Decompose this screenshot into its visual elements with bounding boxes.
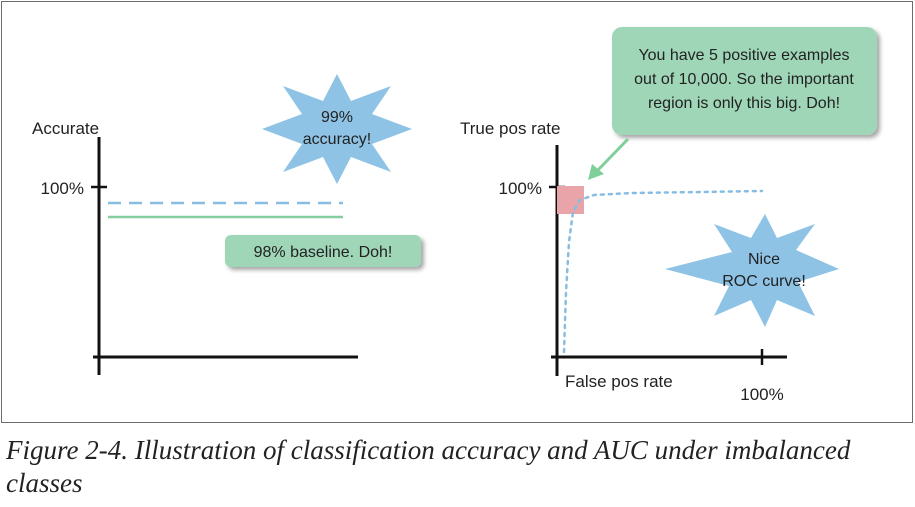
imbalance-callout-line-1: You have 5 positive examples (638, 47, 849, 64)
right-chart: True pos rate 100% False pos rate 100% Y… (460, 27, 877, 404)
imbalance-callout-line-3: region is only this big. Doh! (648, 95, 840, 112)
right-y-label: True pos rate (460, 119, 560, 138)
diagram: Accurate 100% 99% accuracy! 98% baseline… (32, 27, 877, 404)
accuracy-starburst (262, 74, 412, 184)
right-x-tick-label: 100% (740, 385, 783, 404)
accuracy-starburst-line-1: 99% (321, 109, 353, 126)
left-y-label: Accurate (32, 119, 99, 138)
roc-curve (562, 189, 764, 354)
left-y-tick-label: 100% (41, 179, 84, 198)
right-x-label: False pos rate (565, 372, 673, 391)
accuracy-starburst-line-2: accuracy! (303, 131, 371, 148)
imbalance-callout-line-2: out of 10,000. So the important (634, 71, 854, 88)
figure-frame: Accurate 100% 99% accuracy! 98% baseline… (1, 1, 913, 423)
left-chart: Accurate 100% 99% accuracy! 98% baseline… (32, 74, 421, 375)
baseline-callout-box (225, 235, 421, 267)
roc-starburst (665, 214, 839, 327)
right-y-tick-label: 100% (499, 179, 542, 198)
roc-starburst-line-1: Nice (748, 251, 780, 268)
figure-caption: Figure 2-4. Illustration of classificati… (6, 435, 851, 498)
imbalance-callout-box (612, 27, 877, 135)
roc-starburst-line-2: ROC curve! (722, 273, 806, 290)
baseline-callout-text: 98% baseline. Doh! (254, 244, 393, 261)
callout-arrow (588, 137, 630, 180)
